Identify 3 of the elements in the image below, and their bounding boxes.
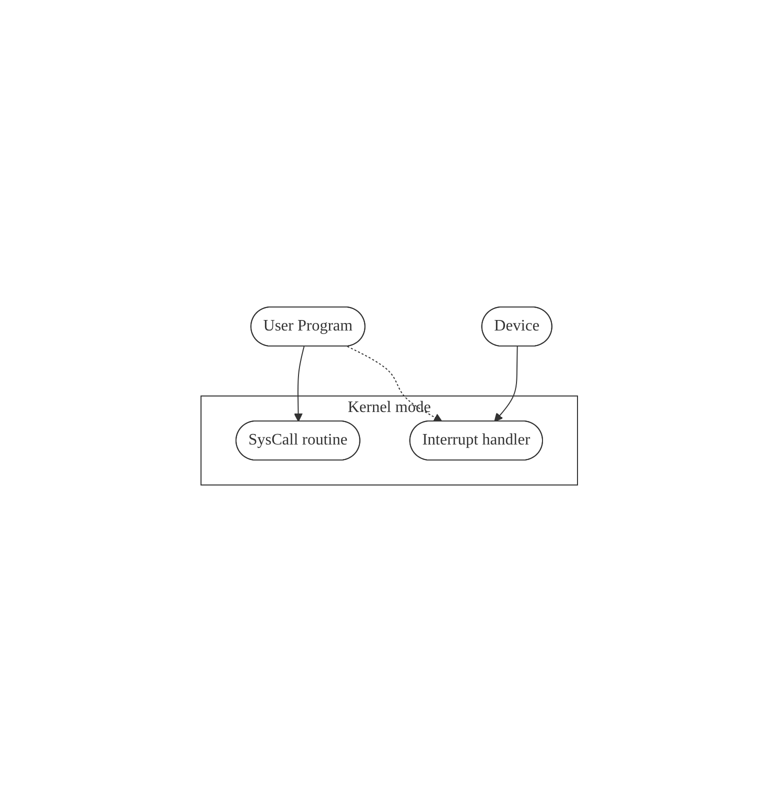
arrow [494,346,518,422]
arrow [294,346,304,422]
arrow [346,346,442,422]
